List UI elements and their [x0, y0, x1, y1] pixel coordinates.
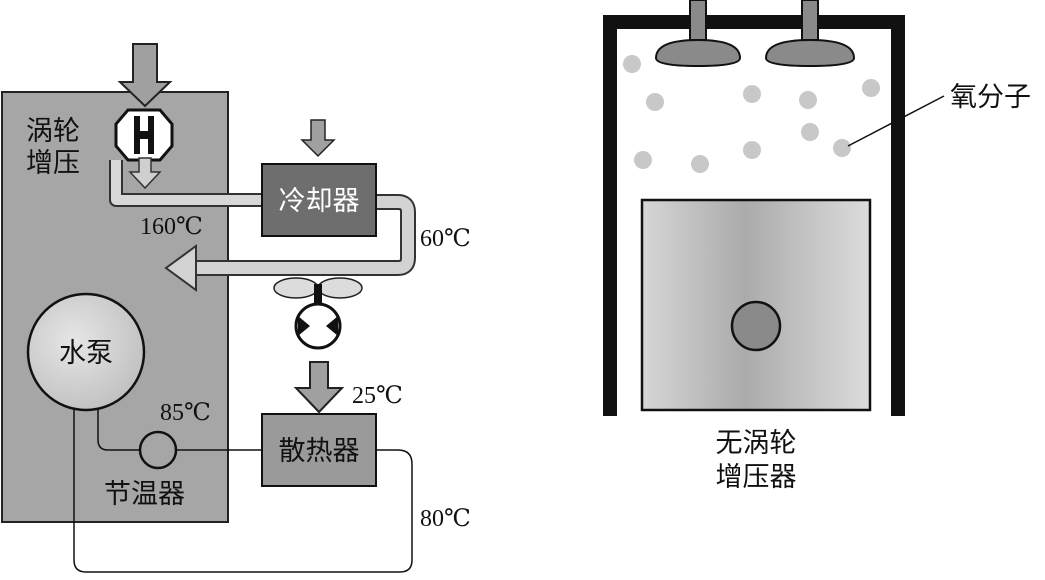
temp-thermostat: 85℃ [160, 400, 211, 426]
turbo-cooling-system: 冷却器 160℃ 60℃ 涡轮 增压 25℃ 散热器 水泵 [1, 43, 471, 573]
temp-fan-outlet: 25℃ [352, 383, 403, 409]
temp-return: 80℃ [420, 506, 471, 532]
oxygen-molecules [623, 55, 880, 173]
turbo-label-line1: 涡轮 [26, 116, 80, 147]
turbo-outlet-arrow [128, 157, 162, 190]
oxygen-molecule [833, 139, 851, 157]
oxygen-molecule [634, 151, 652, 169]
radiator-label: 散热器 [279, 436, 360, 467]
water-pump-label: 水泵 [59, 338, 113, 369]
fan-air-arrow [293, 361, 345, 414]
oxygen-molecule [646, 93, 664, 111]
pump-to-thermostat-line [97, 408, 139, 451]
piston-pin [730, 300, 782, 352]
turbo-label-line2: 增压 [26, 148, 80, 179]
temp-cooler-inlet: 160℃ [140, 214, 203, 240]
cooler-box [261, 163, 377, 237]
oxygen-molecule [623, 55, 641, 73]
exhaust-valve [764, 0, 856, 68]
oxygen-molecule [862, 79, 880, 97]
oxygen-molecule [799, 91, 817, 109]
turbocharger-icon [114, 108, 174, 162]
cool-air-arrowhead [164, 244, 197, 292]
naturally-aspirated-cylinder: 氧分子 无涡轮 增压器 [603, 0, 1031, 493]
intake-arrow [117, 43, 173, 108]
cooler-air-arrow [300, 119, 336, 158]
cylinder-wall [603, 15, 905, 416]
thermostat-label: 节温器 [104, 479, 185, 510]
caption-line2: 增压器 [716, 462, 797, 493]
coolant-return-line [73, 410, 413, 573]
temp-cooler-outlet: 60℃ [420, 226, 471, 252]
oxygen-molecule [743, 85, 761, 103]
fan-icon [273, 277, 363, 304]
caption-line1: 无涡轮 [716, 428, 797, 459]
fan-motor-icon [294, 302, 342, 350]
cooler-label: 冷却器 [279, 186, 360, 217]
oxygen-molecule [691, 155, 709, 173]
oxygen-molecule [743, 141, 761, 159]
thermostat-icon [138, 430, 178, 470]
intake-valve [654, 0, 742, 68]
water-pump [26, 292, 146, 412]
radiator-box [261, 413, 377, 487]
oxygen-label: 氧分子 [950, 82, 1031, 113]
oxygen-leader-line [847, 95, 945, 147]
oxygen-molecule [801, 123, 819, 141]
